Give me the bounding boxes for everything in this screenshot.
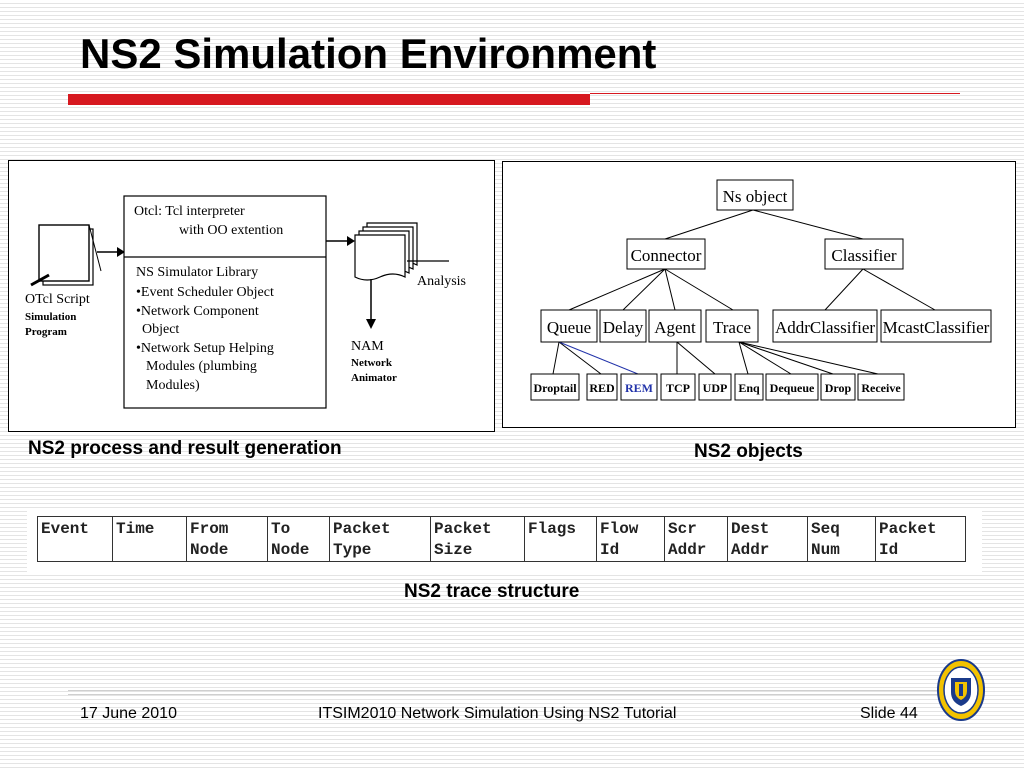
svg-text:TCP: TCP [666,381,690,395]
svg-text:Queue: Queue [547,318,591,337]
caption-process: NS2 process and result generation [28,438,342,459]
trace-col-flow-id: Flow Id [596,516,665,562]
ns-line-2: •Event Scheduler Object [136,285,274,300]
trace-col-time: Time [112,516,187,562]
ns2-process-figure: OTcl Script Simulation Program Otcl: Tcl… [8,160,495,432]
svg-text:Classifier: Classifier [831,246,896,265]
node-trace: Trace [705,309,759,343]
leaf-dequeue: Dequeue [765,373,819,401]
leaf-udp: UDP [698,373,732,401]
svg-text:Droptail: Droptail [533,381,577,395]
footer-divider-bottom [68,694,958,695]
university-crest-icon [936,658,986,722]
trace-col-to-node: To Node [267,516,330,562]
ns2-class-hierarchy: Ns object Connector Classifier Queue Del… [530,179,992,401]
caption-objects: NS2 objects [694,441,803,462]
trace-col-flags: Flags [524,516,597,562]
svg-text:Delay: Delay [603,318,644,337]
trace-col-dest-addr: Dest Addr [727,516,808,562]
ns-line-5: •Network Setup Helping [136,341,274,356]
svg-text:Dequeue: Dequeue [770,381,815,395]
node-addrclassifier: AddrClassifier [772,309,878,343]
svg-text:AddrClassifier: AddrClassifier [775,318,875,337]
trace-col-from-node: From Node [186,516,268,562]
svg-text:Enq: Enq [738,381,760,395]
footer-presentation-title: ITSIM2010 Network Simulation Using NS2 T… [318,705,677,722]
ns-line-3: •Network Component [136,304,259,319]
footer-date: 17 June 2010 [80,705,177,722]
title-underline-rule [590,93,960,94]
trace-output-files-icon [354,222,418,281]
trace-structure-figure: Event Time From Node To Node Packet Type… [27,508,982,575]
nam-label: NAM [351,339,384,354]
trace-col-packet-id: Packet Id [875,516,966,562]
arrow-head-nam [366,319,376,329]
svg-text:Connector: Connector [631,246,702,265]
queue-to-rem-connector [558,341,639,375]
trace-col-packet-size: Packet Size [430,516,525,562]
node-agent: Agent [648,309,702,343]
svg-text:UDP: UDP [703,381,728,395]
node-ns-object: Ns object [716,179,794,211]
ns2-objects-figure: Ns object Connector Classifier Queue Del… [502,161,1016,428]
svg-text:Trace: Trace [713,318,751,337]
trace-structure-table: Event Time From Node To Node Packet Type… [37,516,966,562]
script-document-icon [30,224,102,287]
network-label: Network [351,357,393,369]
leaf-rem: REM [620,373,658,401]
leaf-enq: Enq [734,373,764,401]
hierarchy-connectors [552,209,936,375]
otcl-script-label: OTcl Script [25,292,90,307]
program-label: Program [25,326,67,338]
svg-text:Receive: Receive [861,381,901,395]
node-delay: Delay [599,309,647,343]
svg-text:Agent: Agent [654,318,696,337]
node-connector: Connector [626,238,706,270]
otcl-line-2: with OO extention [179,223,283,238]
ns-line-6: Modules (plumbing [146,359,257,374]
ns-line-7: Modules) [146,378,200,393]
slide-title: NS2 Simulation Environment [80,30,657,77]
analysis-label: Analysis [417,274,466,289]
node-classifier: Classifier [824,238,904,270]
trace-col-event: Event [37,516,113,562]
title-underline-bar [68,94,590,105]
node-queue: Queue [540,309,598,343]
otcl-line-1: Otcl: Tcl interpreter [134,204,245,219]
leaf-drop: Drop [820,373,856,401]
simulation-label: Simulation [25,311,76,323]
svg-text:RED: RED [589,381,615,395]
node-mcastclassifier: McastClassifier [880,309,992,343]
trace-col-seq-num: Seq Num [807,516,876,562]
footer-divider-top [68,690,958,691]
leaf-nodes: Droptail RED REM TCP UDP Enq [530,373,905,401]
caption-trace: NS2 trace structure [404,581,580,602]
svg-text:Ns object: Ns object [723,187,788,206]
animator-label: Animator [351,372,397,384]
svg-text:REM: REM [625,381,653,395]
otcl-ns-box [123,195,327,409]
ns2-process-diagram: OTcl Script Simulation Program Otcl: Tcl… [25,195,466,409]
leaf-receive: Receive [857,373,905,401]
ns-line-4: Object [142,322,179,337]
leaf-droptail: Droptail [530,373,580,401]
arrow-head-output [347,236,355,246]
svg-text:Drop: Drop [825,381,852,395]
arrow-head-otcl [117,247,125,257]
footer-slide-number: Slide 44 [860,705,918,722]
leaf-red: RED [586,373,618,401]
trace-col-packet-type: Packet Type [329,516,431,562]
leaf-tcp: TCP [660,373,696,401]
trace-header-row: Event Time From Node To Node Packet Type… [37,516,966,562]
trace-col-scr-addr: Scr Addr [664,516,728,562]
ns-line-1: NS Simulator Library [136,265,258,280]
svg-text:McastClassifier: McastClassifier [883,318,990,337]
